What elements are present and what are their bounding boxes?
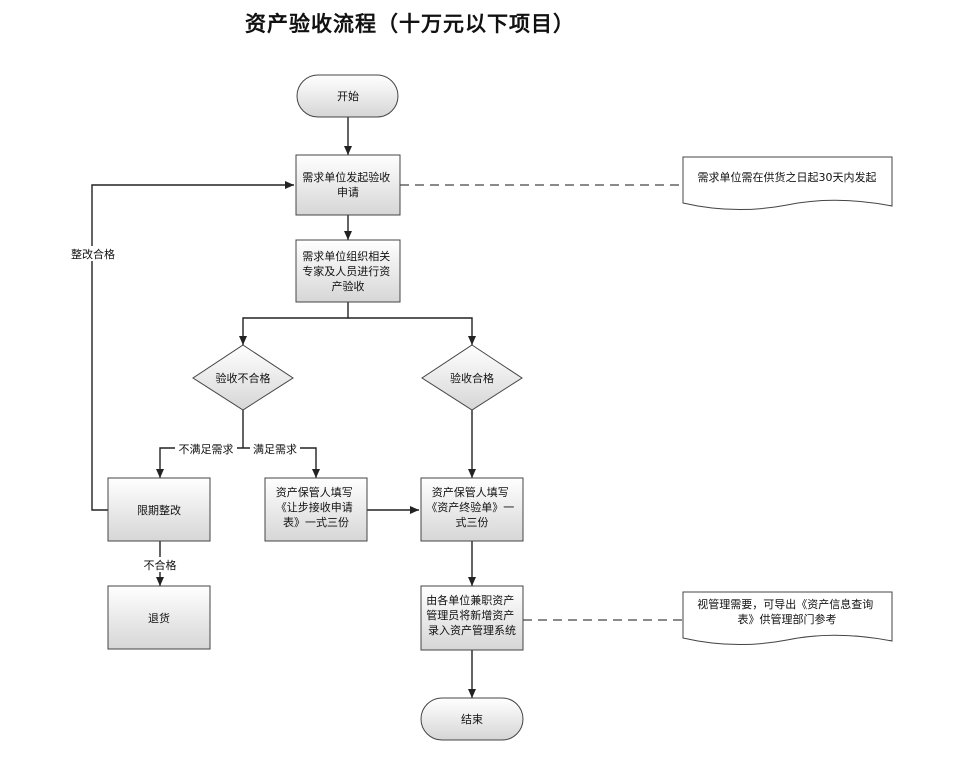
- diagram-title: 资产验收流程（十万元以下项目）: [245, 12, 575, 36]
- decision-pass-label: 验收合格: [450, 371, 494, 385]
- note-apply-label: 需求单位需在供货之日起30天内发起: [698, 170, 877, 184]
- edge-labels: 整改合格 不满足需求 满足需求 不合格: [66, 246, 300, 572]
- node-organize-line-1: 需求单位组织相关: [302, 249, 390, 263]
- svg-text:资产保管人填写 《资产终验单》一 式: 资产保管人填写 《资产终验单》一 式三份: [426, 485, 518, 529]
- svg-text:需求单位组织相关 专家及人员进行资: 需求单位组织相关 专家及人员进行资 产验收: [302, 249, 394, 293]
- node-rectify: 限期整改: [107, 477, 211, 542]
- node-return-goods: 退货: [107, 585, 211, 650]
- decision-fail: 验收不合格: [192, 344, 294, 411]
- node-entry-line-3: 录入资产管理系统: [428, 623, 516, 637]
- node-start-label: 开始: [337, 89, 359, 103]
- node-final-form: 资产保管人填写 《资产终验单》一 式三份: [420, 477, 524, 542]
- node-final-form-line-1: 资产保管人填写: [432, 485, 509, 499]
- node-entry: 由各单位兼职资产 管理员将新增资产 录入资产管理系统: [420, 585, 524, 651]
- note-apply: 需求单位需在供货之日起30天内发起: [682, 156, 893, 211]
- node-apply-line-1: 需求单位发起验收: [302, 170, 390, 184]
- edge-organize-pass: [348, 317, 476, 345]
- svg-text:资产保管人填写 《让步接收申请 表》: 资产保管人填写 《让步接收申请 表》一式三份: [276, 485, 357, 529]
- svg-text:视管理需要，可导出《资产信息查询 表》供管理部门: 视管理需要，可导出《资产信息查询 表》供管理部门参考: [697, 597, 877, 626]
- node-apply-line-2: 申请: [337, 186, 359, 199]
- node-end-label: 结束: [461, 713, 483, 726]
- node-rectify-label: 限期整改: [137, 503, 181, 517]
- node-start: 开始: [296, 74, 399, 118]
- node-entry-line-2: 管理员将新增资产: [426, 608, 514, 622]
- node-apply: 需求单位发起验收 申请: [295, 154, 401, 216]
- node-end: 结束: [420, 697, 524, 741]
- svg-text:由各单位兼职资产 管理员将新增资产: 由各单位兼职资产 管理员将新增资产 录入资产管理系统: [426, 593, 518, 637]
- decision-pass: 验收合格: [421, 344, 523, 411]
- svg-text:需求单位发起验收 申请: 需求单位发起验收 申请: [302, 170, 394, 199]
- node-partial-form: 资产保管人填写 《让步接收申请 表》一式三份: [264, 477, 368, 542]
- node-partial-form-line-3: 表》一式三份: [283, 515, 349, 529]
- decision-fail-label: 验收不合格: [216, 371, 271, 385]
- node-final-form-line-2: 《资产终验单》一: [426, 500, 514, 514]
- node-return-goods-label: 退货: [148, 611, 170, 625]
- node-partial-form-line-2: 《让步接收申请: [276, 500, 353, 514]
- note-entry: 视管理需要，可导出《资产信息查询 表》供管理部门参考: [682, 591, 893, 646]
- node-organize-line-2: 专家及人员进行资: [302, 264, 390, 278]
- note-entry-line-1: 视管理需要，可导出《资产信息查询: [697, 597, 873, 611]
- label-unqualified: 不合格: [144, 558, 177, 572]
- node-organize-line-3: 产验收: [332, 279, 365, 293]
- node-partial-form-line-1: 资产保管人填写: [276, 485, 353, 499]
- node-organize: 需求单位组织相关 专家及人员进行资 产验收: [295, 239, 401, 303]
- edge-organize-split: [239, 302, 349, 345]
- edge-rectify-apply: [91, 181, 294, 511]
- node-entry-line-1: 由各单位兼职资产: [426, 593, 514, 607]
- note-entry-line-2: 表》供管理部门参考: [738, 612, 837, 626]
- node-final-form-line-3: 式三份: [456, 516, 489, 529]
- label-not-meet: 不满足需求: [179, 443, 234, 456]
- label-rectified-ok: 整改合格: [71, 247, 115, 261]
- label-meet: 满足需求: [253, 443, 297, 456]
